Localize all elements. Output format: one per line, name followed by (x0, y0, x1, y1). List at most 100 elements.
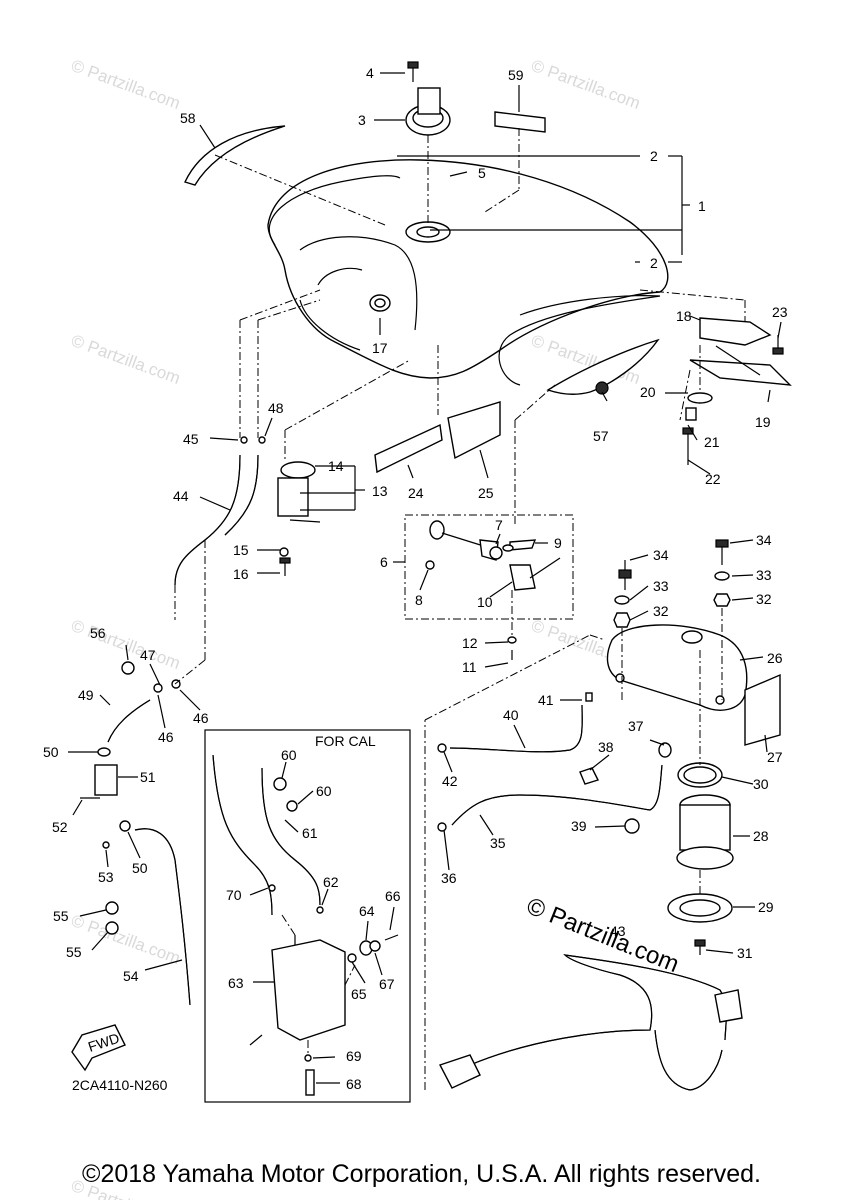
callout: 69 (346, 1048, 362, 1064)
callout: 28 (753, 828, 769, 844)
watermark: © Partzilla.com (529, 56, 643, 113)
callout: 62 (323, 874, 339, 890)
callout: 38 (598, 739, 614, 755)
callout: 34 (756, 532, 772, 548)
callout: 43 (610, 923, 626, 939)
callout: 37 (628, 718, 644, 734)
callout: 13 (372, 483, 388, 499)
grommet-17 (369, 294, 391, 312)
callout: 61 (302, 825, 318, 841)
callout: 60 (316, 783, 332, 799)
assembly-lines (174, 128, 746, 1090)
callout: 21 (704, 434, 720, 450)
callout: 39 (571, 818, 587, 834)
callout: 31 (737, 945, 753, 961)
callout: 66 (385, 888, 401, 904)
callout: 5 (478, 165, 486, 181)
callout: 33 (653, 578, 669, 594)
callout: 1 (698, 198, 706, 214)
callout: 36 (441, 870, 457, 886)
hose-54-inner (134, 828, 191, 1006)
fuel-hose-44b-inner (224, 454, 259, 536)
callout: 41 (538, 692, 554, 708)
callout: 40 (503, 707, 519, 723)
callout: 15 (233, 542, 249, 558)
watermark: © Partzilla.com (69, 331, 183, 388)
for-cal-label: FOR CAL (315, 733, 376, 749)
callout: 18 (676, 308, 692, 324)
callout: 26 (767, 650, 783, 666)
callout: 14 (328, 458, 344, 474)
callout: 29 (758, 899, 774, 915)
fwd-arrow-icon: FWD (71, 1024, 126, 1072)
callout: 32 (756, 591, 772, 607)
quick-connector-left (438, 1054, 481, 1089)
callout: 50 (43, 744, 59, 760)
fuel-cock-group (404, 514, 574, 620)
callout: 63 (228, 975, 244, 991)
callout: 27 (767, 749, 783, 765)
tank-seal-strip-upper (268, 175, 401, 246)
tank-cap (405, 61, 451, 136)
watermark: © Partzilla.com (69, 56, 183, 113)
fuel-pump (676, 794, 734, 870)
callout: 70 (226, 887, 242, 903)
callout: 19 (755, 414, 771, 430)
partzilla-watermark: © Partzilla.com (523, 893, 683, 979)
mount-bolts (613, 539, 731, 628)
callout: 2 (650, 255, 658, 271)
callout: 11 (462, 659, 477, 675)
callout: 17 (372, 340, 388, 356)
callout: 42 (442, 773, 458, 789)
clamps-and-fittings (80, 436, 672, 935)
gasket-plate-inner (679, 899, 721, 917)
callout: 34 (653, 547, 669, 563)
copyright-notice: ©2018 Yamaha Motor Corporation, U.S.A. A… (82, 1160, 761, 1188)
callout: 25 (478, 485, 494, 501)
for-cal-box (204, 729, 411, 1103)
callout: 55 (66, 944, 82, 960)
hose-35-inner (451, 764, 663, 826)
callout: 53 (98, 869, 114, 885)
callout: 3 (358, 112, 366, 128)
callout: 9 (554, 535, 562, 551)
callout: 65 (351, 986, 367, 1002)
callout: 8 (415, 592, 423, 608)
evap-canister-parts (212, 754, 399, 1096)
callout: 55 (53, 908, 69, 924)
callout: 4 (366, 65, 374, 81)
pad-24 (374, 423, 443, 474)
callout: 60 (281, 747, 297, 763)
callout: 45 (183, 431, 199, 447)
callout: 54 (123, 968, 139, 984)
fuel-hose-44 (174, 454, 241, 586)
callout: 46 (193, 710, 209, 726)
warning-label (494, 111, 546, 133)
callout: 57 (593, 428, 609, 444)
fuel-cock (425, 520, 561, 660)
callout: 12 (462, 635, 478, 651)
callout: 52 (52, 819, 68, 835)
callout: 59 (508, 67, 524, 83)
callout: 32 (653, 603, 669, 619)
callout: 6 (380, 554, 388, 570)
diagram-code: 2CA4110-N260 (72, 1077, 168, 1093)
callout: 56 (90, 625, 106, 641)
leader-lines (68, 72, 782, 1084)
callout: 51 (140, 769, 156, 785)
hose-35 (451, 764, 663, 826)
callout: 44 (173, 488, 189, 504)
callout: 67 (379, 976, 395, 992)
watermark: © Partzilla.com (69, 911, 183, 968)
o-ring-inner (683, 766, 717, 784)
pad-fastener (595, 381, 609, 395)
knee-pad-right (546, 338, 660, 395)
fuel-pipe-43 (469, 954, 727, 1091)
pad-25 (447, 401, 501, 460)
callout: 47 (140, 647, 156, 663)
callout: 24 (408, 485, 424, 501)
hose-49 (107, 699, 151, 743)
tank-bracket (682, 317, 792, 465)
callout: 68 (346, 1076, 362, 1092)
